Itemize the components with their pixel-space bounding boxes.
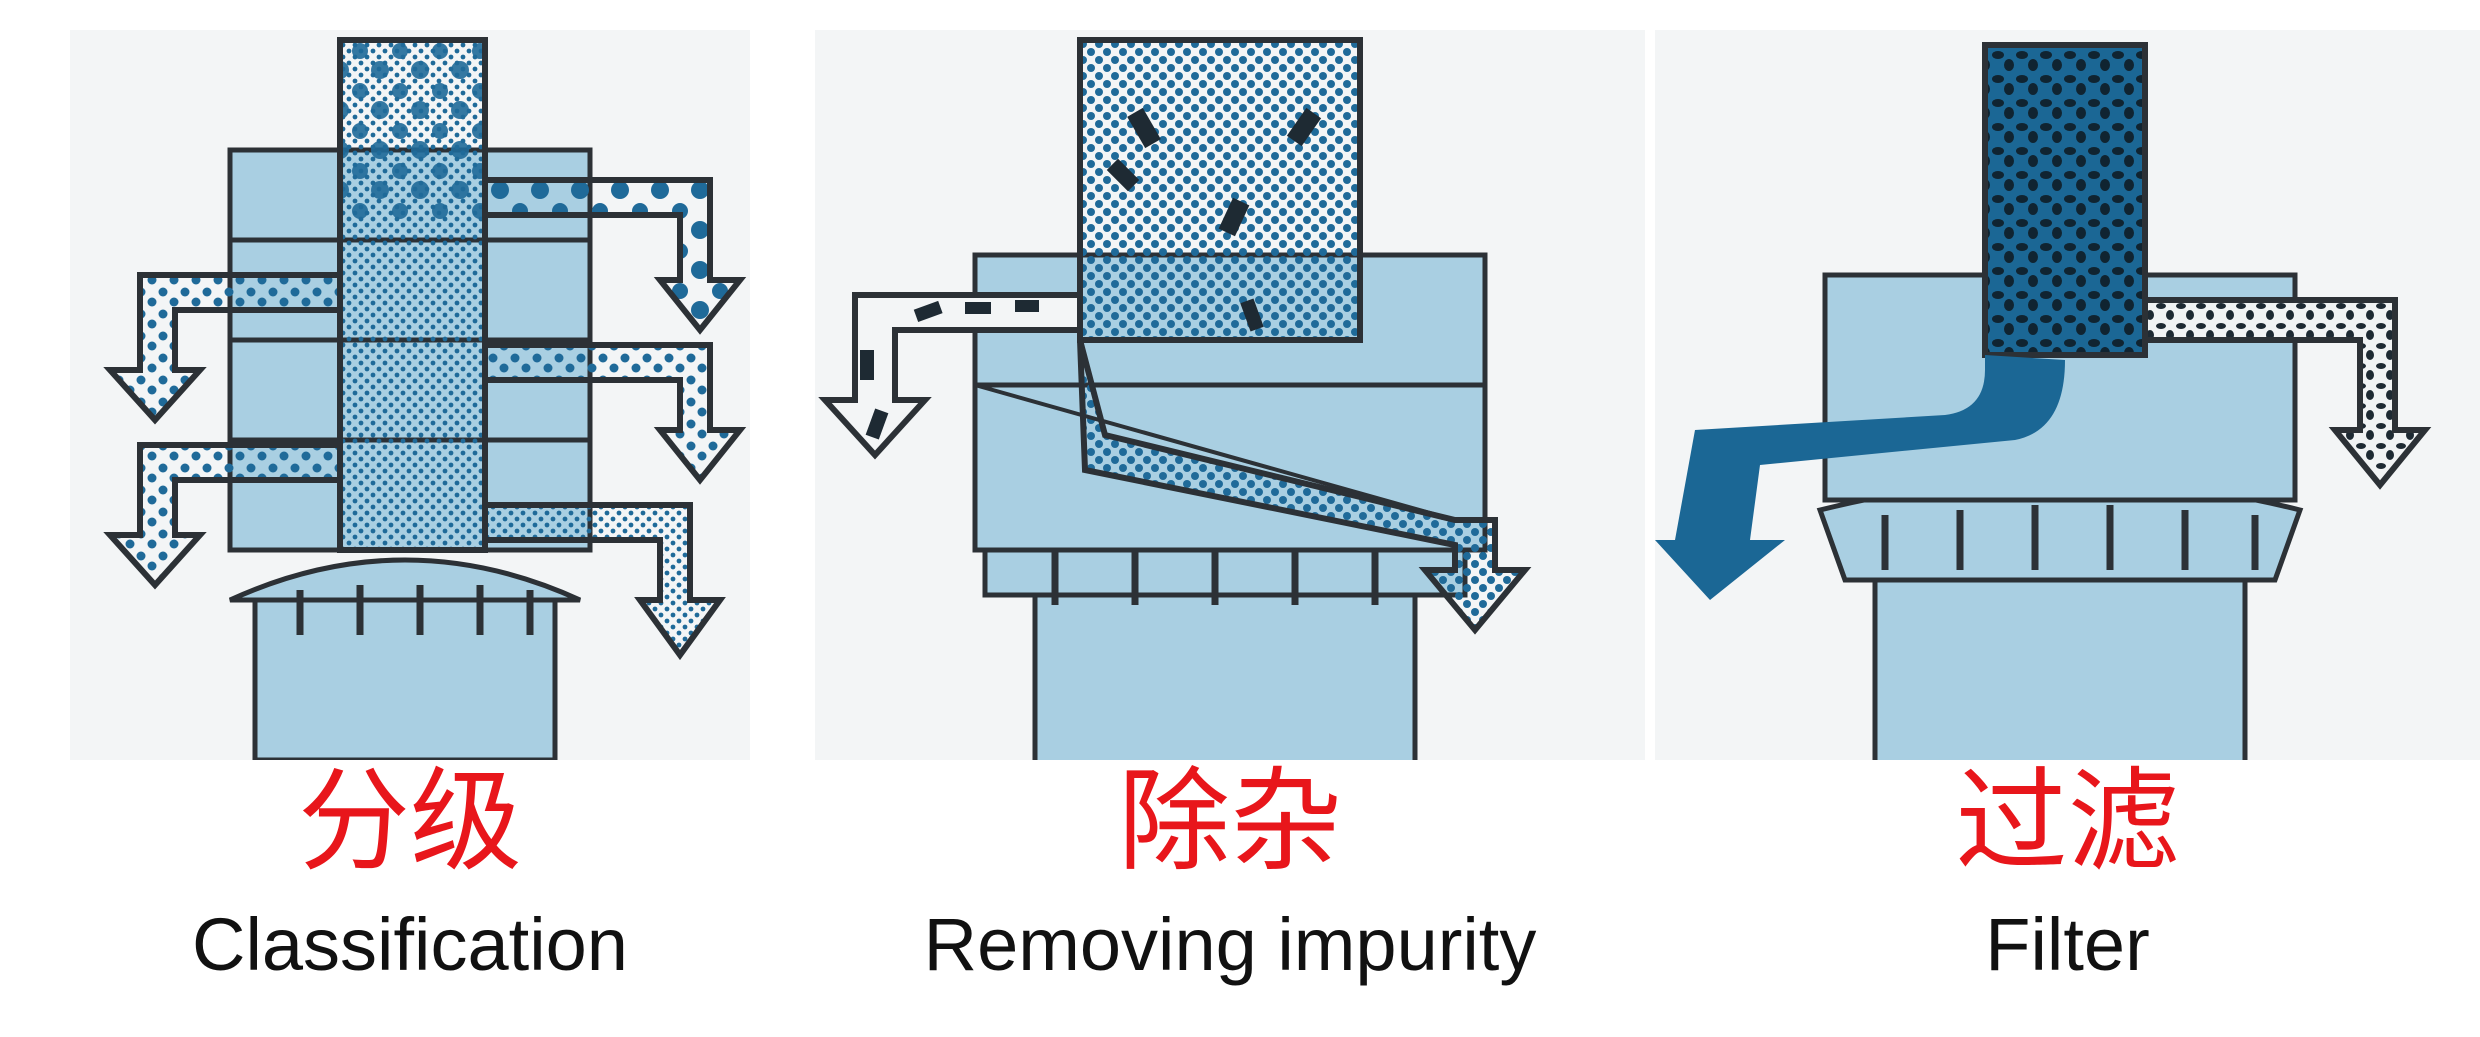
outlet-fine-right [482, 502, 726, 661]
outlet-medium-left [103, 272, 343, 425]
filtered-liquid-flow [1655, 355, 2065, 600]
label-en-removing-impurity: Removing impurity [923, 903, 1537, 986]
label-en-classification: Classification [192, 903, 628, 986]
panel-removing-impurity: 除杂 Removing impurity [815, 0, 1645, 1037]
motor-dome [228, 557, 582, 603]
label-zh-filter: 过滤 [1955, 757, 2180, 887]
filter-sieve-diagram [1655, 30, 2480, 760]
label-zh-classification: 分级 [298, 757, 522, 887]
outlet-fine-left [103, 442, 343, 590]
base-housing [252, 597, 558, 760]
removing-impurity-sieve-diagram [815, 30, 1645, 760]
panel-filter: 过滤 Filter [1655, 0, 2480, 1037]
solids-outlet [2142, 297, 2432, 490]
inlet-column [1982, 42, 2148, 358]
spring-supports [1881, 505, 2259, 570]
fine-product-outlet [1077, 339, 1532, 635]
base-housing [1032, 587, 1418, 760]
spring-supports [1051, 550, 1379, 605]
inclined-screen [974, 383, 1456, 522]
spring-supports [296, 585, 534, 635]
impurity-chunks [860, 107, 1322, 440]
base-housing [1872, 577, 2248, 760]
classification-sieve-diagram [70, 30, 750, 760]
inlet-column [1077, 37, 1363, 343]
impurity-outlet [818, 292, 1083, 460]
outlet-medium-right [482, 342, 747, 485]
label-zh-removing-impurity: 除杂 [1118, 757, 1342, 887]
outlet-coarse-right [482, 177, 747, 335]
panel-classification: 分级 Classification [70, 0, 750, 1037]
label-en-filter: Filter [1985, 903, 2150, 986]
